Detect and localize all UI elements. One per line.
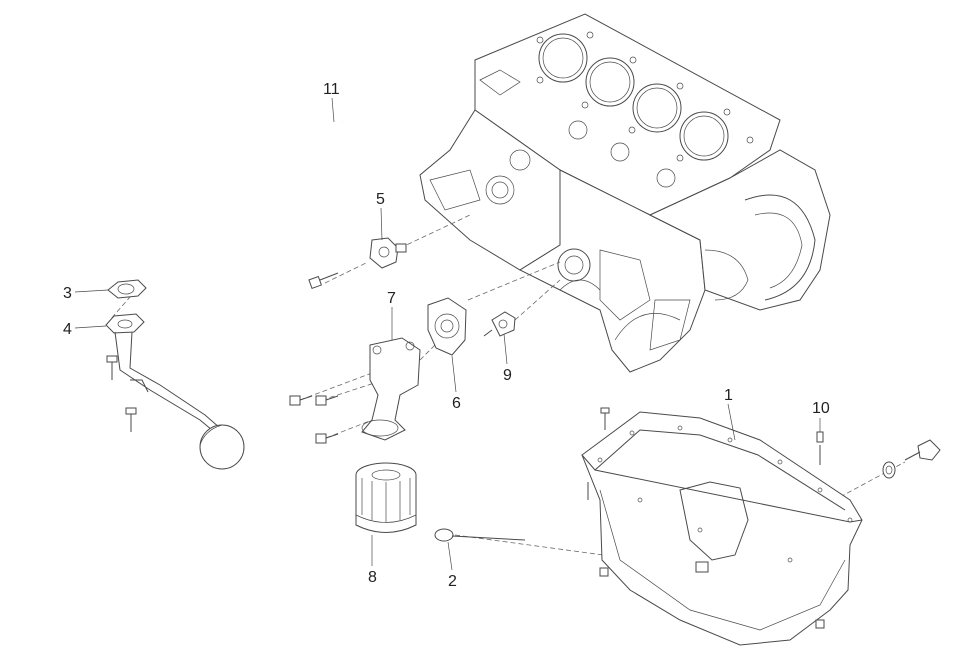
cylinder-bore xyxy=(585,57,635,107)
callout-8: 8 xyxy=(368,569,377,586)
strainer-gasket xyxy=(107,279,147,299)
oil-filter-housing xyxy=(361,337,421,441)
cylinder-bore xyxy=(632,83,682,133)
filter-housing-gasket xyxy=(427,297,467,356)
oil-pan-bolt xyxy=(587,407,610,500)
oil-pan xyxy=(581,411,863,646)
callout-3: 3 xyxy=(63,285,72,302)
callout-6: 6 xyxy=(452,395,461,412)
drain-plug xyxy=(882,439,941,479)
callout-1: 1 xyxy=(724,387,733,404)
oil-pressure-switch xyxy=(483,311,516,337)
oil-strainer xyxy=(105,313,245,470)
breather-hose xyxy=(328,120,344,156)
cylinder-bore xyxy=(538,33,588,83)
housing-bolts xyxy=(289,395,339,444)
oil-filter xyxy=(355,462,417,533)
sensor-bolt xyxy=(308,272,339,290)
callout-4: 4 xyxy=(63,321,72,338)
engine-block xyxy=(419,13,831,373)
crank-position-sensor xyxy=(369,237,407,269)
callout-11: 11 xyxy=(323,81,340,98)
callout-7: 7 xyxy=(387,290,396,307)
callout-2: 2 xyxy=(448,573,457,590)
cylinder-bore xyxy=(679,111,729,161)
oil-pan-stud xyxy=(816,431,824,465)
callout-5: 5 xyxy=(376,191,385,208)
callout-10: 10 xyxy=(812,400,830,417)
oil-dipstick xyxy=(434,528,526,542)
strainer-bolts xyxy=(106,355,137,432)
callout-labels: 1 2 3 4 5 6 7 8 9 10 11 xyxy=(63,81,830,590)
callout-9: 9 xyxy=(503,367,512,384)
